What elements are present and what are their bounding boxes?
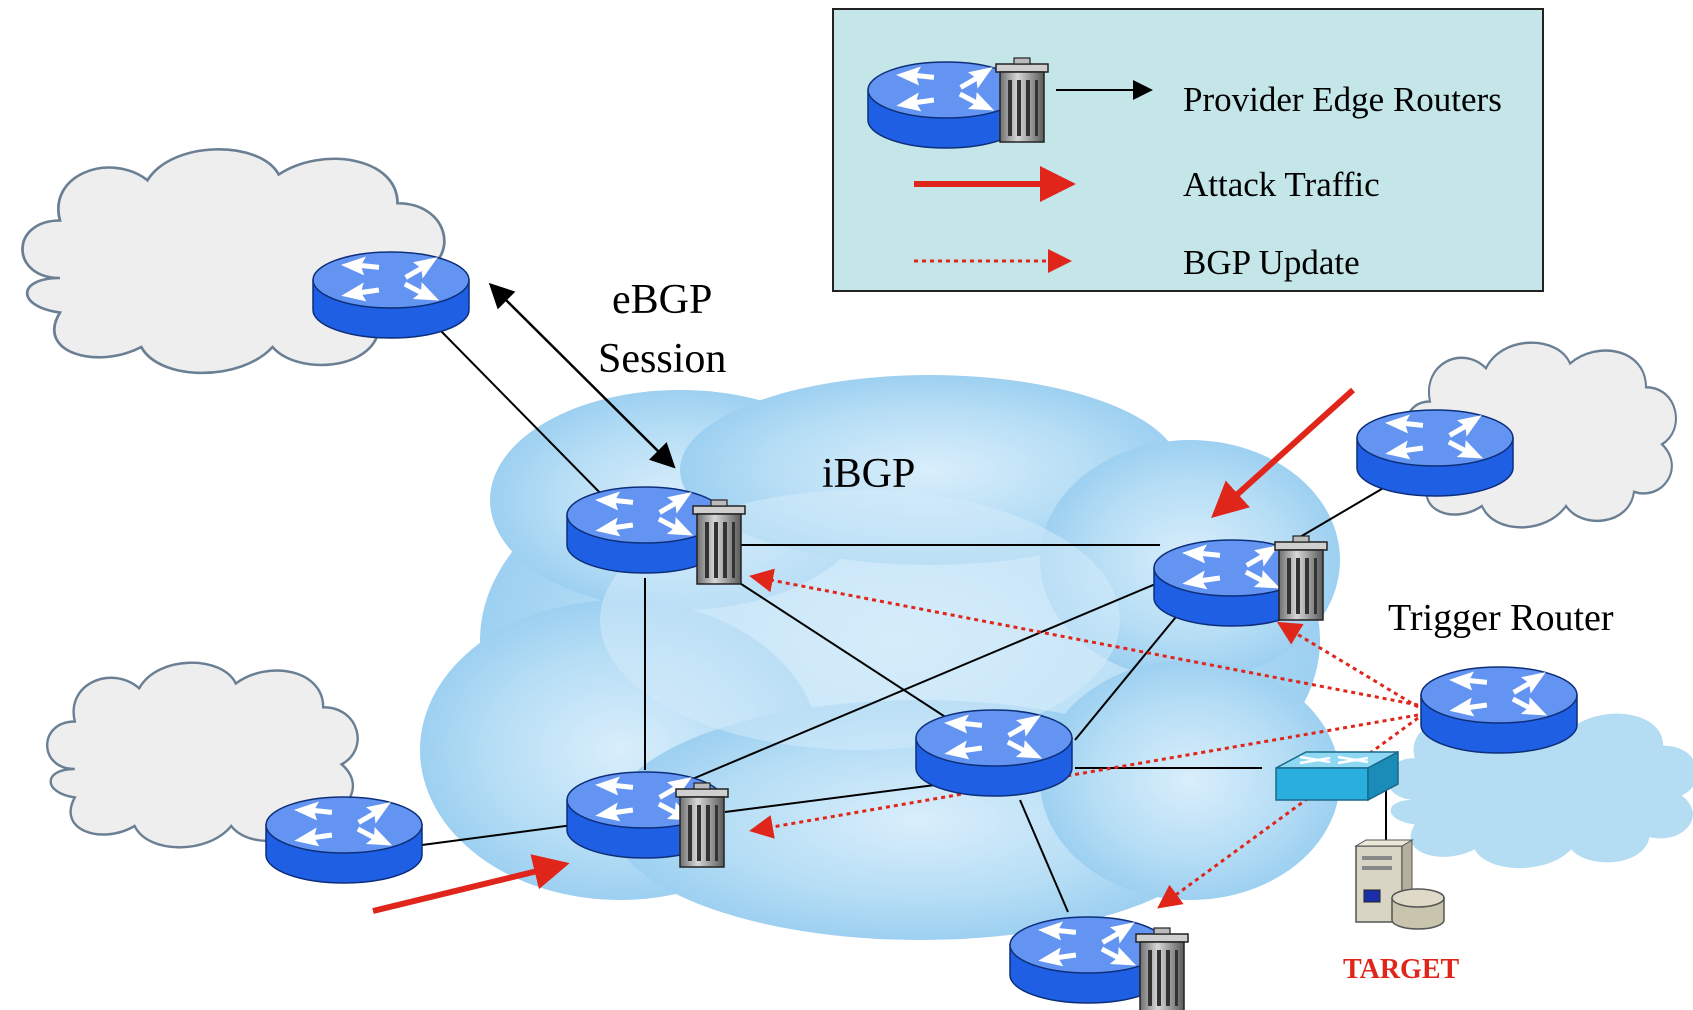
trash-bin-icon [1135,927,1189,1010]
legend: Provider Edge Routers Attack Traffic BGP… [832,8,1544,292]
legend-pe-routers-label: Provider Edge Routers [1183,80,1502,119]
trash-bin-icon [675,782,729,868]
legend-attack-traffic-label: Attack Traffic [1183,165,1380,204]
router-icon [1420,664,1578,754]
switch-icon [1275,750,1399,802]
ebgp-session-arrow [488,282,676,469]
router-icon [915,707,1073,797]
trash-bin-icon [995,57,1049,143]
router-icon [1356,407,1514,497]
ebgp-label-line1: eBGP [612,277,713,323]
legend-graphics [867,57,1153,273]
trigger-router-label: Trigger Router [1388,597,1614,639]
trash-bin-icon [692,499,746,585]
target-label: TARGET [1343,954,1460,985]
ebgp-label-line2: Session [598,336,727,382]
bgp-update-arrows [749,568,1419,909]
legend-bgp-update-label: BGP Update [1183,243,1360,282]
ibgp-label: iBGP [822,451,916,497]
router-icon [265,794,423,884]
server-icon [1354,839,1445,930]
trash-bin-icon [1274,535,1328,621]
router-icon [312,249,470,339]
attack-traffic-arrows [372,387,1356,914]
